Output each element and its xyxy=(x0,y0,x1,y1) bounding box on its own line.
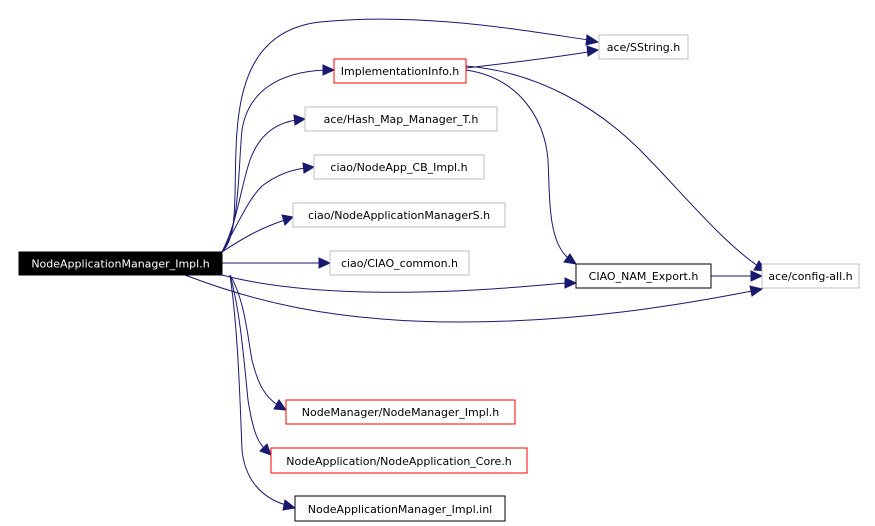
node-nm-impl-label: NodeManager/NodeManager_Impl.h xyxy=(302,406,500,419)
node-main[interactable]: NodeApplicationManager_Impl.h xyxy=(18,251,223,276)
node-impl-info-box xyxy=(333,58,467,84)
node-config-all-box xyxy=(761,263,860,289)
node-nam-export[interactable]: CIAO_NAM_Export.h xyxy=(575,263,712,289)
node-nm-impl-box xyxy=(285,399,516,425)
edge-impl-info-to-nam-export xyxy=(465,69,569,259)
node-ciao-common-label: ciao/CIAO_common.h xyxy=(341,257,458,270)
node-cb-impl-box xyxy=(313,154,485,180)
edges xyxy=(184,18,768,511)
edge-main-to-sstring xyxy=(221,18,590,253)
node-cb-impl[interactable]: ciao/NodeApp_CB_Impl.h xyxy=(313,154,485,180)
edge-nam-export-to-config-all-arrow xyxy=(750,270,764,282)
node-main-box xyxy=(18,251,223,276)
node-sstring-box xyxy=(598,34,689,60)
node-impl-info-label: ImplementationInfo.h xyxy=(341,65,459,78)
node-nam-export-label: CIAO_NAM_Export.h xyxy=(589,270,699,283)
node-config-all[interactable]: ace/config-all.h xyxy=(761,263,860,289)
edge-main-to-nam-s xyxy=(221,219,286,253)
edge-main-to-impl-info-arrow xyxy=(322,64,336,76)
edge-main-to-hash-map-arrow xyxy=(293,114,307,126)
edge-main-to-na-core-arrow xyxy=(259,443,272,456)
node-hash-map-box xyxy=(304,106,498,132)
node-nm-impl[interactable]: NodeManager/NodeManager_Impl.h xyxy=(285,399,516,425)
node-ciao-common[interactable]: ciao/CIAO_common.h xyxy=(329,250,470,276)
edge-main-to-na-core xyxy=(229,274,265,449)
edge-main-to-nam-export xyxy=(221,274,567,293)
node-nam-inl-box xyxy=(294,495,506,522)
node-ciao-common-box xyxy=(329,250,470,276)
edge-impl-info-to-nam-export-arrow xyxy=(563,253,577,265)
edge-main-to-ciao-common-arrow xyxy=(318,257,332,269)
edge-main-to-nam-s-arrow xyxy=(281,214,295,226)
node-hash-map-label: ace/Hash_Map_Manager_T.h xyxy=(324,113,479,126)
node-impl-info[interactable]: ImplementationInfo.h xyxy=(333,58,467,84)
edge-main-to-config-all-direct-arrow xyxy=(749,285,764,297)
edge-main-to-nam-inl xyxy=(229,274,287,506)
nodes: NodeApplicationManager_Impl.h ace/SStrin… xyxy=(18,34,860,522)
node-nam-inl[interactable]: NodeApplicationManager_Impl.inl xyxy=(294,495,506,522)
node-nam-s-label: ciao/NodeApplicationManagerS.h xyxy=(308,209,490,222)
node-config-all-label: ace/config-all.h xyxy=(768,270,852,283)
node-nam-export-box xyxy=(575,263,712,289)
edge-main-to-config-all-direct xyxy=(184,274,753,323)
edge-impl-info-to-config-all xyxy=(465,65,759,267)
node-nam-inl-label: NodeApplicationManager_Impl.inl xyxy=(308,503,492,516)
edge-main-to-nm-impl-arrow xyxy=(273,399,288,411)
node-sstring-label: ace/SString.h xyxy=(607,41,681,54)
edge-impl-info-to-sstring xyxy=(465,51,589,69)
node-sstring[interactable]: ace/SString.h xyxy=(598,34,689,60)
node-na-core-box xyxy=(270,447,528,474)
edge-impl-info-to-sstring-arrow xyxy=(586,45,600,57)
edge-main-to-nam-inl-arrow xyxy=(282,499,297,511)
node-na-core-label: NodeApplication/NodeApplication_Core.h xyxy=(286,455,512,468)
edge-main-to-cb-impl-arrow xyxy=(302,162,316,174)
node-na-core[interactable]: NodeApplication/NodeApplication_Core.h xyxy=(270,447,528,474)
node-nam-s-box xyxy=(292,202,506,228)
edge-main-to-nam-export-arrow xyxy=(564,277,578,289)
edge-main-to-sstring-arrow xyxy=(585,34,600,46)
node-hash-map[interactable]: ace/Hash_Map_Manager_T.h xyxy=(304,106,498,132)
node-cb-impl-label: ciao/NodeApp_CB_Impl.h xyxy=(330,161,467,174)
edge-main-to-cb-impl xyxy=(221,167,306,253)
edge-main-to-nm-impl xyxy=(229,274,279,406)
node-main-label: NodeApplicationManager_Impl.h xyxy=(31,258,209,271)
node-nam-s[interactable]: ciao/NodeApplicationManagerS.h xyxy=(292,202,506,228)
edge-main-to-hash-map xyxy=(221,119,297,253)
